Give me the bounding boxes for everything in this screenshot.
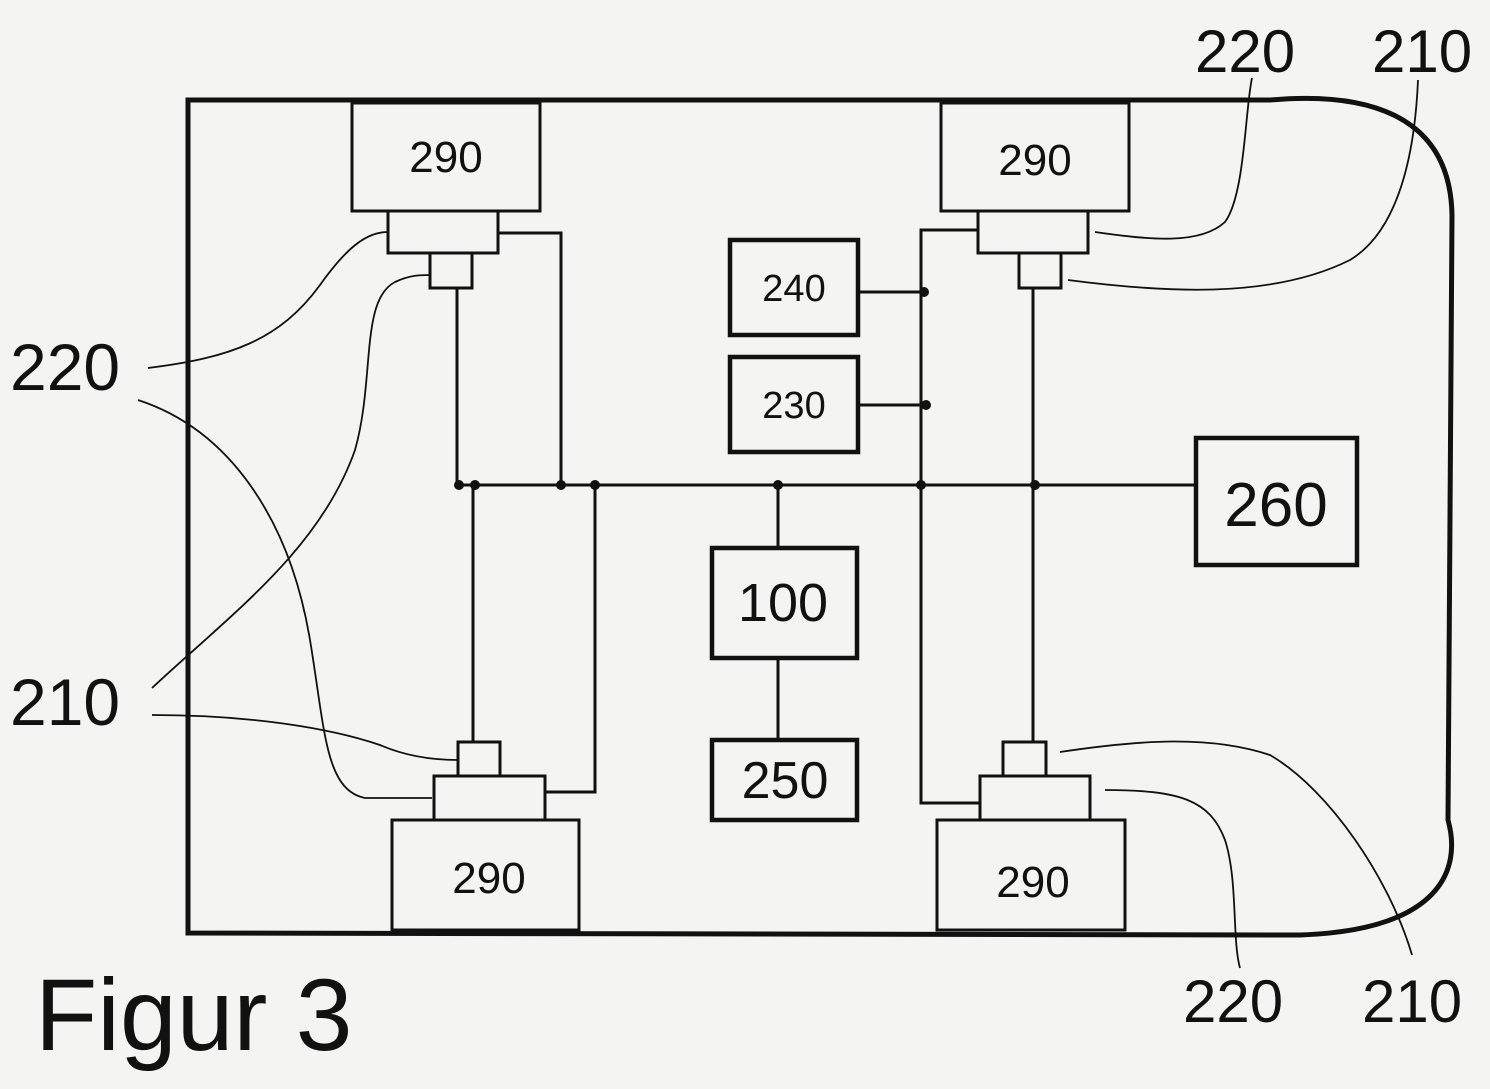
wheel-290-bottom-left [390,818,581,932]
sensor-210-top-right [1017,251,1063,290]
actuator-220-top-left [386,209,500,255]
unit-250-box [709,737,860,823]
ref-label-220-bottom-right: 220 [1183,968,1283,1035]
unit-230-box [727,354,861,455]
wheel-290-top-right-label: 290 [998,136,1071,185]
unit-260-box [1193,435,1360,568]
unit-250-label: 250 [742,752,829,810]
wire-bottom-left-actuator [545,485,597,794]
junction-dot [556,480,566,490]
unit-230-label: 230 [762,385,825,427]
junction-dot [454,480,464,490]
sensor-210-top-left [428,251,474,290]
leader-left-210-bottom [151,714,459,761]
wire-right-trunk [919,228,980,805]
unit-240-label: 240 [762,268,825,310]
ref-label-220-top-right: 220 [1195,18,1295,85]
sensor-210-bottom-right [1001,740,1048,778]
unit-100-label: 100 [738,573,828,633]
junction-dot [590,480,600,490]
unit-260-label: 260 [1224,471,1327,540]
ref-label-210-left: 210 [10,665,120,739]
wheel-290-top-left-label: 290 [409,133,482,182]
vehicle-outline [185,95,1455,938]
actuator-220-bottom-left [432,774,547,822]
leader-left-210-top [151,274,431,689]
leader-left-220-bottom [137,399,432,799]
junction-dot [921,400,931,410]
actuator-220-top-right [976,209,1090,255]
wheel-290-bottom-right [935,818,1127,932]
wheel-290-bottom-right-label: 290 [996,858,1069,907]
leader-bottom-right-220 [1104,789,1241,969]
junction-dot [919,287,929,297]
wire-top-left-actuator [498,231,563,485]
leader-top-right-210 [1067,79,1419,291]
junction-dot [773,480,783,490]
junction-dot [1030,480,1040,490]
wheel-290-top-left [350,101,542,213]
junction-dot [470,480,480,490]
ref-label-220-left: 220 [10,330,120,404]
figure-caption: Figur 3 [35,958,352,1072]
leader-top-right-220 [1094,77,1253,240]
junction-dot [916,480,926,490]
ref-label-210-top-right: 210 [1372,18,1472,85]
unit-240-box [727,237,861,338]
sensor-210-bottom-left [456,740,502,778]
leader-left-220-top [147,231,389,369]
leader-bottom-right-210 [1059,740,1413,956]
unit-100-box [709,545,860,661]
actuator-220-bottom-right [978,774,1092,822]
wheel-290-bottom-left-label: 290 [452,854,525,903]
ref-label-210-bottom-right: 210 [1362,968,1462,1035]
